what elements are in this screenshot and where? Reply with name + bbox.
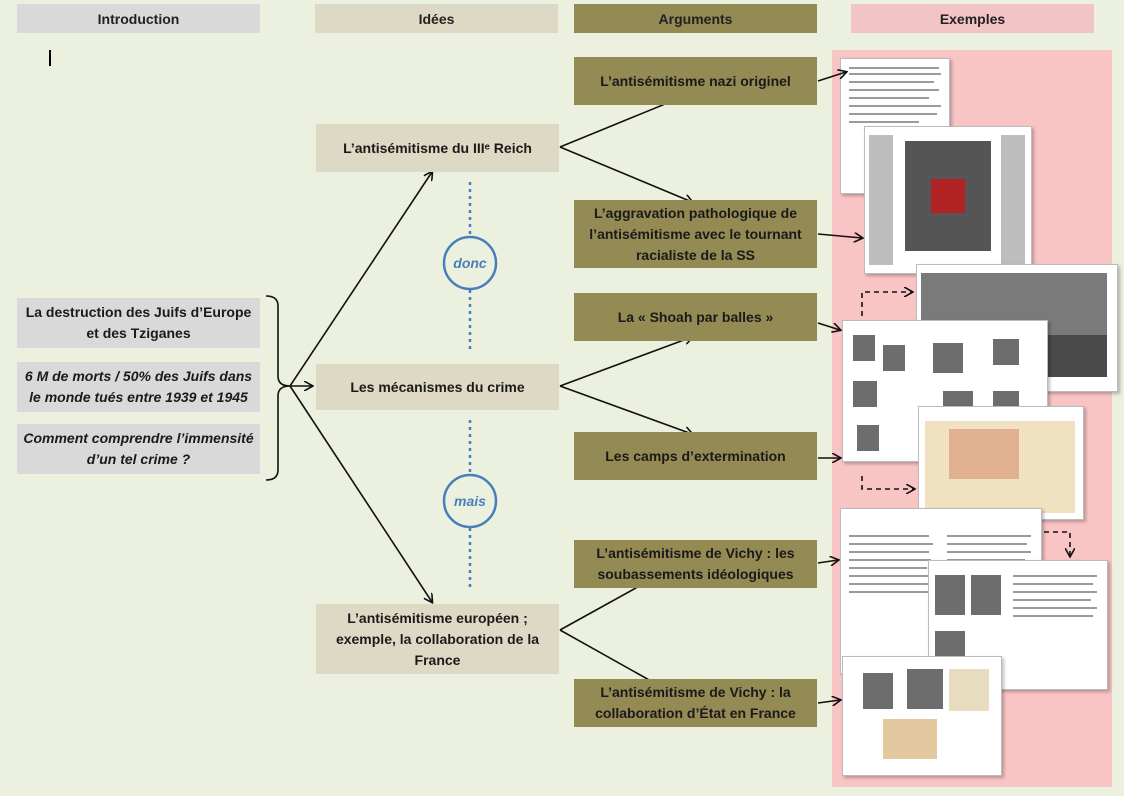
idea-antisemitisme-europeen: L’antisémitisme européen ; exemple, la c… bbox=[316, 604, 559, 674]
intro-question: Comment comprendre l’immensité d’un tel … bbox=[17, 424, 260, 474]
arg-vichy-ideologie: L’antisémitisme de Vichy : les soubassem… bbox=[574, 540, 817, 588]
header-idees: Idées bbox=[315, 4, 558, 33]
arg-antisemitisme-nazi: L’antisémitisme nazi originel bbox=[574, 57, 817, 105]
example-map-camps[interactable] bbox=[918, 406, 1084, 520]
arg-aggravation-ss: L’aggravation pathologique de l’antisémi… bbox=[574, 200, 817, 268]
arg-vichy-collaboration: L’antisémitisme de Vichy : la collaborat… bbox=[574, 679, 817, 727]
example-document-2[interactable] bbox=[864, 126, 1032, 274]
intro-statistics: 6 M de morts / 50% des Juifs dans le mon… bbox=[17, 362, 260, 412]
example-document-6[interactable] bbox=[842, 656, 1002, 776]
text-cursor[interactable] bbox=[49, 50, 51, 66]
arg-shoah-balles: La « Shoah par balles » bbox=[574, 293, 817, 341]
idea-mecanismes-crime: Les mécanismes du crime bbox=[316, 364, 559, 410]
intro-destruction: La destruction des Juifs d’Europe et des… bbox=[17, 298, 260, 348]
idea-antisemitisme-reich: L’antisémitisme du IIIᵉ Reich bbox=[316, 124, 559, 172]
connector-donc: donc bbox=[453, 255, 487, 271]
header-exemples: Exemples bbox=[851, 4, 1094, 33]
header-introduction: Introduction bbox=[17, 4, 260, 33]
example-document-5[interactable] bbox=[928, 560, 1108, 690]
header-arguments: Arguments bbox=[574, 4, 817, 33]
arg-camps-extermination: Les camps d’extermination bbox=[574, 432, 817, 480]
connector-mais: mais bbox=[454, 493, 486, 509]
